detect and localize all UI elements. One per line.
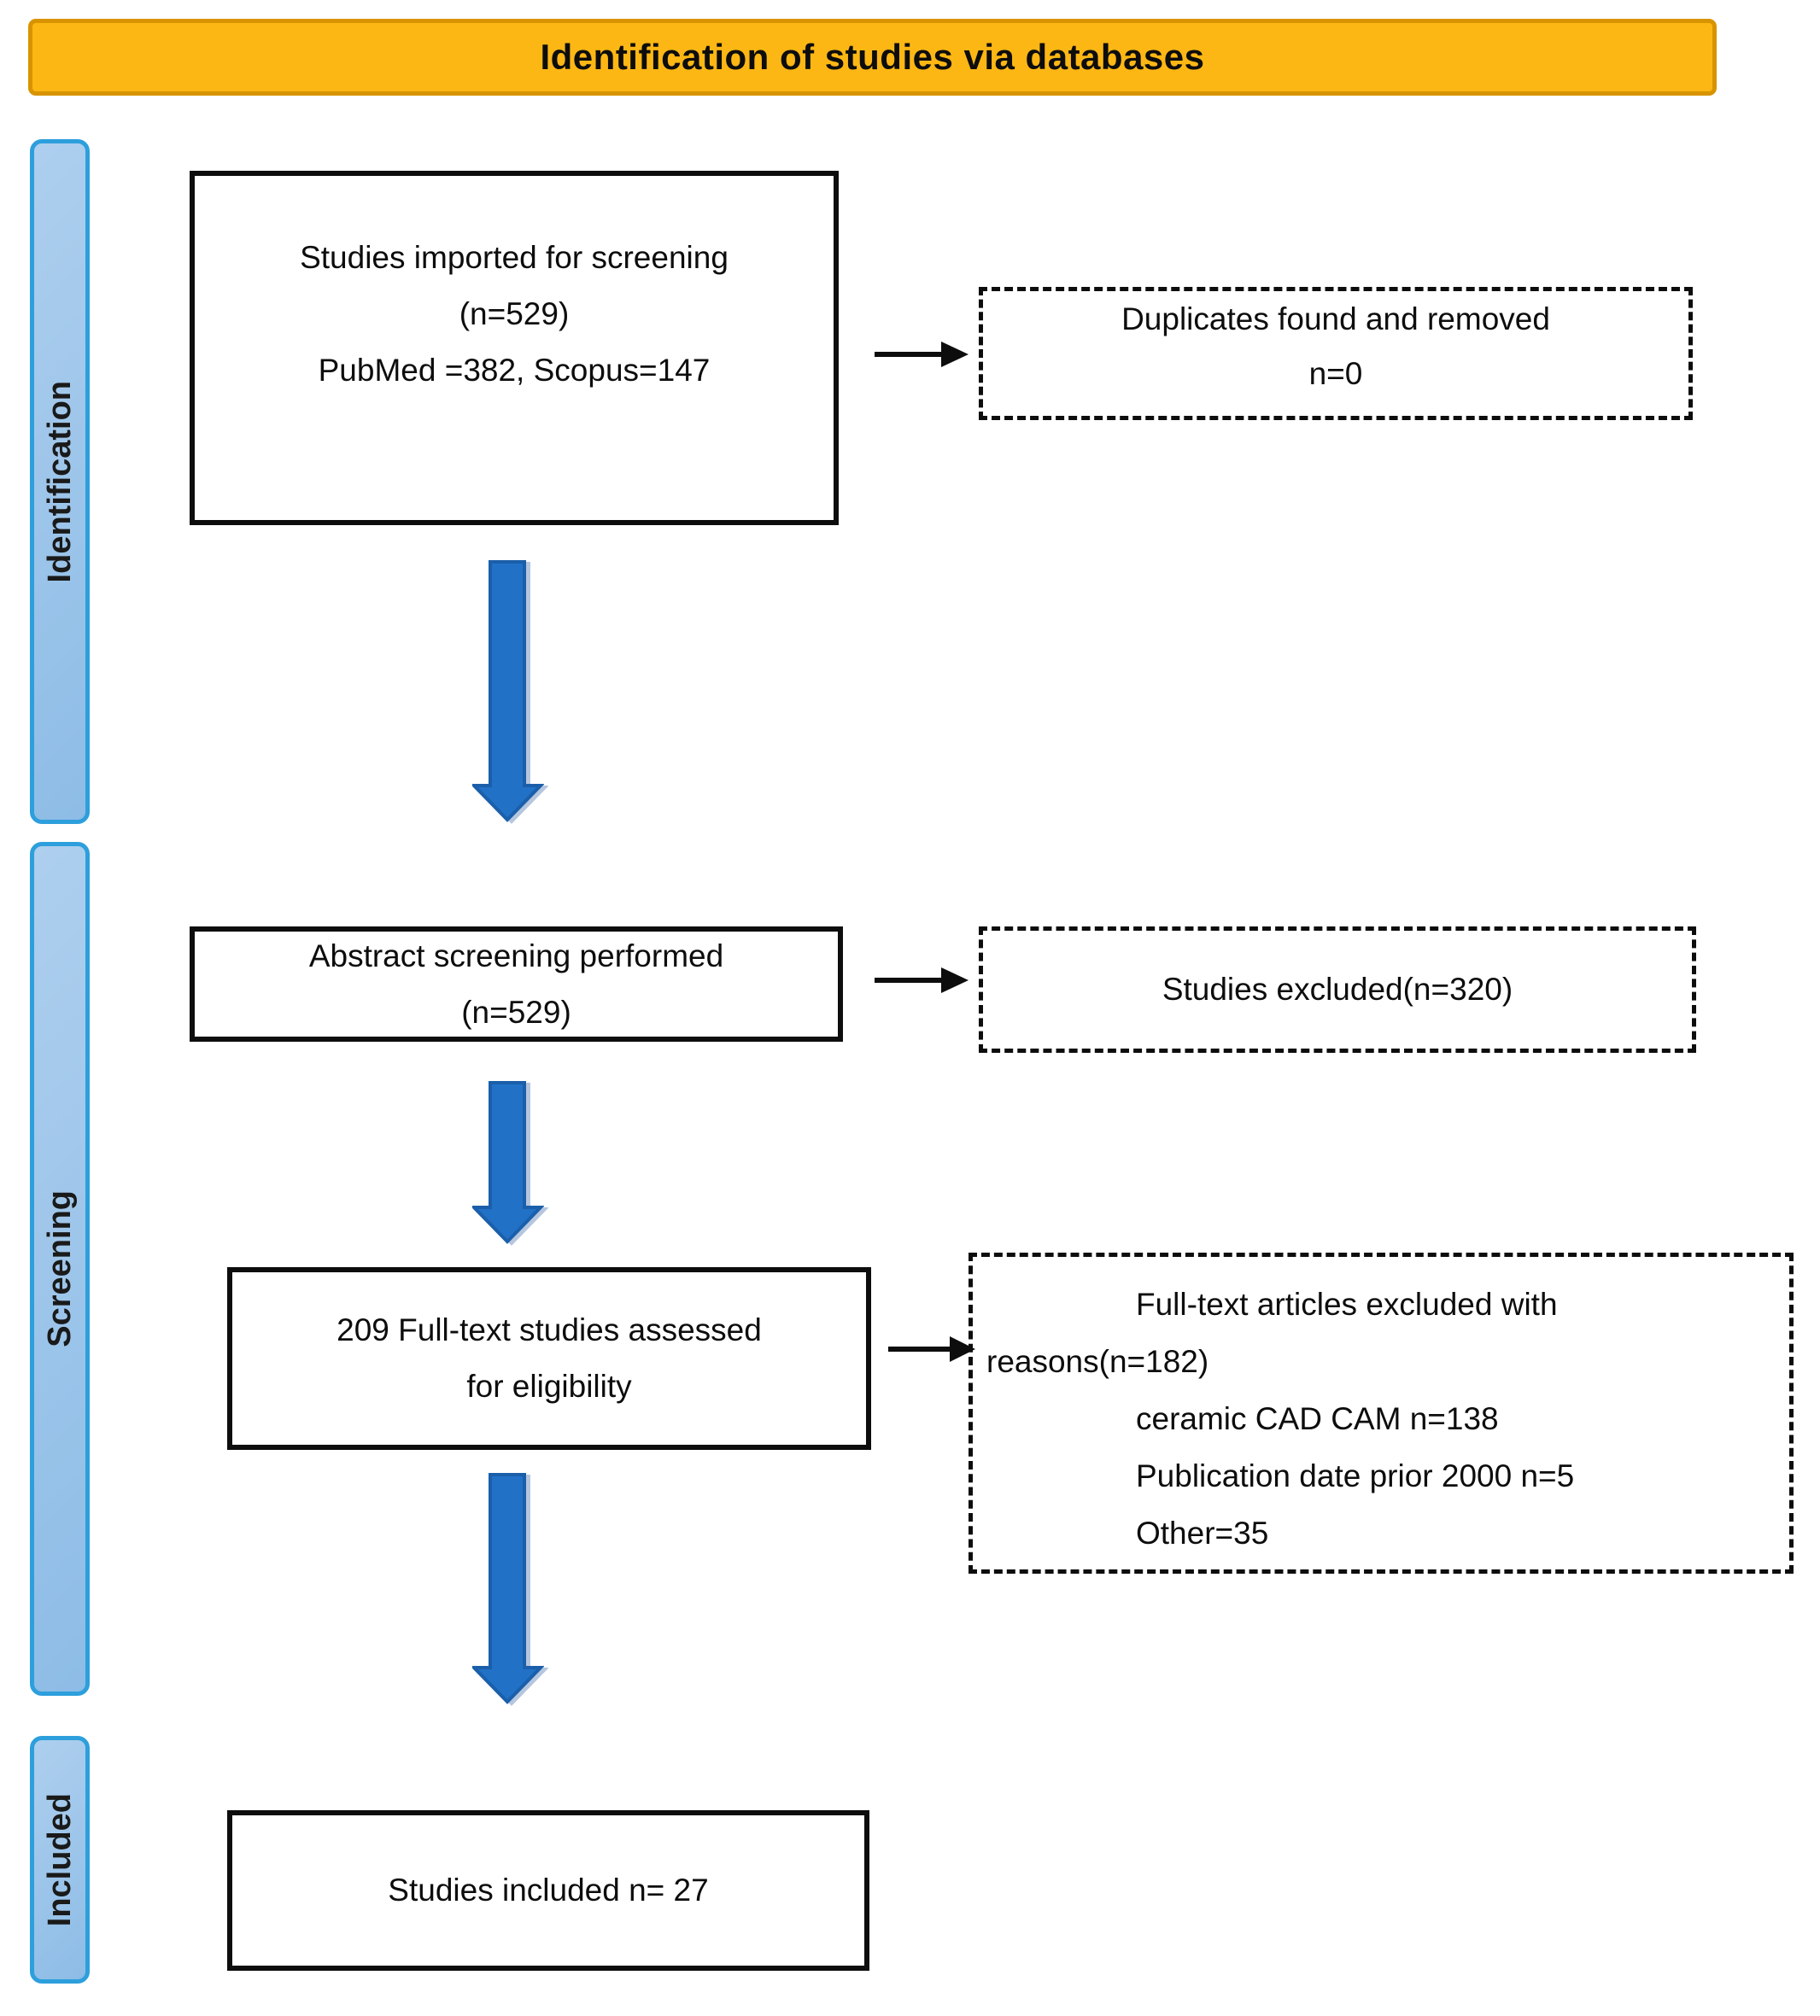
down-arrow-fulltext-to-included: [472, 1473, 544, 1704]
box-fulltext-excluded-intro1: Full-text articles excluded with: [1136, 1287, 1558, 1322]
arrow-abstract-to-excluded: [875, 967, 969, 993]
box-fulltext-excluded-reason1: ceramic CAD CAM n=138: [1136, 1401, 1499, 1436]
box-studies-included: Studies included n= 27: [227, 1810, 869, 1971]
stage-label-identification-text: Identification: [41, 380, 78, 583]
box-duplicates-removed: Duplicates found and removed n=0: [979, 287, 1693, 420]
stage-label-included-text: Included: [41, 1792, 78, 1927]
arrow-fulltext-to-excluded: [888, 1336, 975, 1362]
box-fulltext-assessed: 209 Full-text studies assessed for eligi…: [227, 1267, 871, 1450]
box-studies-excluded-line1: Studies excluded(n=320): [1162, 972, 1513, 1007]
box-duplicates-removed-line1: Duplicates found and removed: [1121, 301, 1550, 336]
diagram-title: Identification of studies via databases: [540, 37, 1205, 77]
stage-label-identification: Identification: [30, 139, 90, 824]
box-studies-included-line1: Studies included n= 27: [388, 1873, 709, 1908]
box-fulltext-excluded-reason3: Other=35: [1136, 1516, 1269, 1551]
box-duplicates-removed-line2: n=0: [1308, 356, 1363, 391]
stage-label-screening-text: Screening: [41, 1190, 78, 1347]
box-abstract-screening-line2: (n=529): [461, 994, 571, 1030]
box-studies-imported-line3: PubMed =382, Scopus=147: [318, 352, 711, 388]
box-abstract-screening: Abstract screening performed (n=529): [190, 926, 843, 1042]
diagram-title-banner: Identification of studies via databases: [28, 19, 1717, 96]
box-fulltext-assessed-line2: for eligibility: [466, 1369, 632, 1404]
box-studies-imported: Studies imported for screening (n=529) P…: [190, 171, 839, 525]
box-studies-imported-line1: Studies imported for screening: [300, 239, 729, 275]
stage-label-screening: Screening: [30, 842, 90, 1696]
box-studies-imported-line2: (n=529): [459, 295, 570, 331]
box-abstract-screening-line1: Abstract screening performed: [308, 938, 724, 973]
down-arrow-abstract-to-fulltext: [472, 1081, 544, 1244]
down-arrow-identification-to-screening: [472, 560, 544, 822]
stage-label-included: Included: [30, 1736, 90, 1984]
box-fulltext-assessed-line1: 209 Full-text studies assessed: [336, 1312, 762, 1347]
box-studies-excluded: Studies excluded(n=320): [979, 926, 1696, 1053]
box-fulltext-excluded-reason2: Publication date prior 2000 n=5: [1136, 1458, 1575, 1493]
box-fulltext-excluded: Full-text articles excluded with reasons…: [969, 1253, 1794, 1574]
arrow-imported-to-duplicates: [875, 342, 969, 367]
box-fulltext-excluded-intro2: reasons(n=182): [986, 1344, 1209, 1379]
